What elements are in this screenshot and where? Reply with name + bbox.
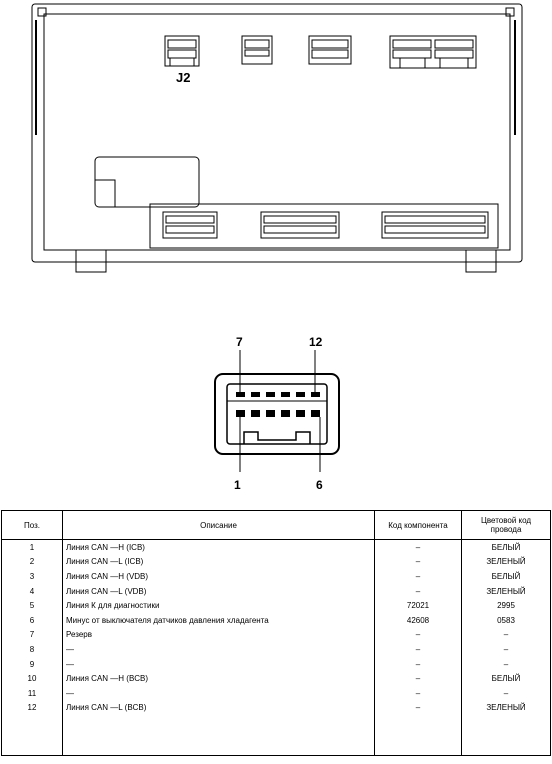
row-wire-color: –: [461, 642, 551, 657]
row-description: Линия CAN —H (BCB): [62, 671, 375, 686]
table-row: 7 Резерв – –: [1, 627, 551, 643]
header-position: Поз.: [1, 510, 63, 540]
row-wire-color: БЕЛЫЙ: [461, 569, 551, 584]
row-component-code: –: [374, 554, 462, 570]
table-row: 5 Линия К для диагностики 72021 2995: [1, 598, 551, 613]
pin-label-7: 7: [236, 335, 243, 349]
row-position: 12: [1, 700, 63, 716]
row-description: Резерв: [62, 627, 375, 643]
row-position: 8: [1, 642, 63, 657]
bottom-connector-strip: [149, 203, 499, 249]
connector-label-j2: J2: [176, 70, 191, 85]
pin-row-bottom: [236, 410, 320, 417]
table-empty-row: [1, 715, 551, 757]
row-component-code: –: [374, 627, 462, 643]
row-wire-color: 0583: [461, 612, 551, 628]
row-wire-color: 2995: [461, 598, 551, 613]
table-row: 8 — – –: [1, 642, 551, 657]
top-connector-j2: [164, 35, 200, 67]
row-position: 5: [1, 598, 63, 613]
row-description: Линия CAN —H (ICB): [62, 539, 375, 555]
row-description: Линия CAN —L (VDB): [62, 583, 375, 599]
header-description: Описание: [62, 510, 375, 540]
row-wire-color: –: [461, 656, 551, 672]
row-wire-color: –: [461, 685, 551, 701]
row-wire-color: БЕЛЫЙ: [461, 671, 551, 686]
row-component-code: –: [374, 671, 462, 686]
row-position: 6: [1, 612, 63, 628]
row-description: —: [62, 685, 375, 701]
table-row: 1 Линия CAN —H (ICB) – БЕЛЫЙ: [1, 539, 551, 555]
row-wire-color: ЗЕЛЕНЫЙ: [461, 583, 551, 599]
table-header-row: Поз. Описание Код компонента Цветовой ко…: [1, 510, 551, 540]
table-row: 11 — – –: [1, 685, 551, 701]
row-component-code: 42608: [374, 612, 462, 628]
bottom-connector-2: [260, 211, 340, 239]
pin-label-12: 12: [309, 335, 323, 349]
table-row: 3 Линия CAN —H (VDB) – БЕЛЫЙ: [1, 569, 551, 584]
row-description: Линия CAN —L (ICB): [62, 554, 375, 570]
pin-label-1: 1: [234, 478, 241, 492]
header-component-code: Код компонента: [374, 510, 462, 540]
bottom-connector-3: [381, 211, 489, 239]
row-description: Линия CAN —H (VDB): [62, 569, 375, 584]
bottom-connector-1: [162, 211, 218, 239]
pin-label-6: 6: [316, 478, 323, 492]
row-description: Минус от выключателя датчиков давления х…: [62, 612, 375, 628]
table-row: 9 — – –: [1, 656, 551, 672]
row-position: 2: [1, 554, 63, 570]
row-position: 10: [1, 671, 63, 686]
ecu-housing-inner: [43, 13, 511, 251]
row-description: Линия CAN —L (BCB): [62, 700, 375, 716]
ecu-drawing: [31, 3, 523, 472]
row-component-code: 72021: [374, 598, 462, 613]
row-position: 3: [1, 569, 63, 584]
row-position: 1: [1, 539, 63, 555]
pinout-table: Поз. Описание Код компонента Цветовой ко…: [1, 510, 551, 757]
connector-figure: J2 7 12 1 6: [31, 3, 523, 492]
row-component-code: –: [374, 569, 462, 584]
connector-pinout-detail: [214, 350, 340, 472]
row-component-code: –: [374, 656, 462, 672]
side-housing-box: [94, 156, 200, 208]
row-wire-color: –: [461, 627, 551, 643]
row-wire-color: ЗЕЛЕНЫЙ: [461, 700, 551, 716]
row-position: 11: [1, 685, 63, 701]
row-component-code: –: [374, 583, 462, 599]
row-description: —: [62, 656, 375, 672]
row-wire-color: БЕЛЫЙ: [461, 539, 551, 555]
header-wire-color: Цветовой код провода: [461, 510, 551, 540]
top-connector-2: [241, 35, 273, 65]
row-component-code: –: [374, 539, 462, 555]
empty-cell: [461, 715, 551, 757]
row-wire-color: ЗЕЛЕНЫЙ: [461, 554, 551, 570]
row-position: 7: [1, 627, 63, 643]
ecu-housing-outline: [31, 3, 523, 263]
empty-cell: [1, 715, 63, 757]
pin-row-top: [236, 392, 320, 397]
table-row: 10 Линия CAN —H (BCB) – БЕЛЫЙ: [1, 671, 551, 686]
table-row: 12 Линия CAN —L (BCB) – ЗЕЛЕНЫЙ: [1, 700, 551, 716]
row-position: 4: [1, 583, 63, 599]
row-position: 9: [1, 656, 63, 672]
top-connector-4: [389, 35, 477, 69]
top-connector-3: [308, 35, 352, 65]
row-description: —: [62, 642, 375, 657]
row-component-code: –: [374, 685, 462, 701]
row-component-code: –: [374, 642, 462, 657]
row-component-code: –: [374, 700, 462, 716]
row-description: Линия К для диагностики: [62, 598, 375, 613]
table-row: 2 Линия CAN —L (ICB) – ЗЕЛЕНЫЙ: [1, 554, 551, 570]
table-row: 6 Минус от выключателя датчиков давления…: [1, 612, 551, 628]
empty-cell: [374, 715, 462, 757]
table-row: 4 Линия CAN —L (VDB) – ЗЕЛЕНЫЙ: [1, 583, 551, 599]
empty-cell: [62, 715, 375, 757]
